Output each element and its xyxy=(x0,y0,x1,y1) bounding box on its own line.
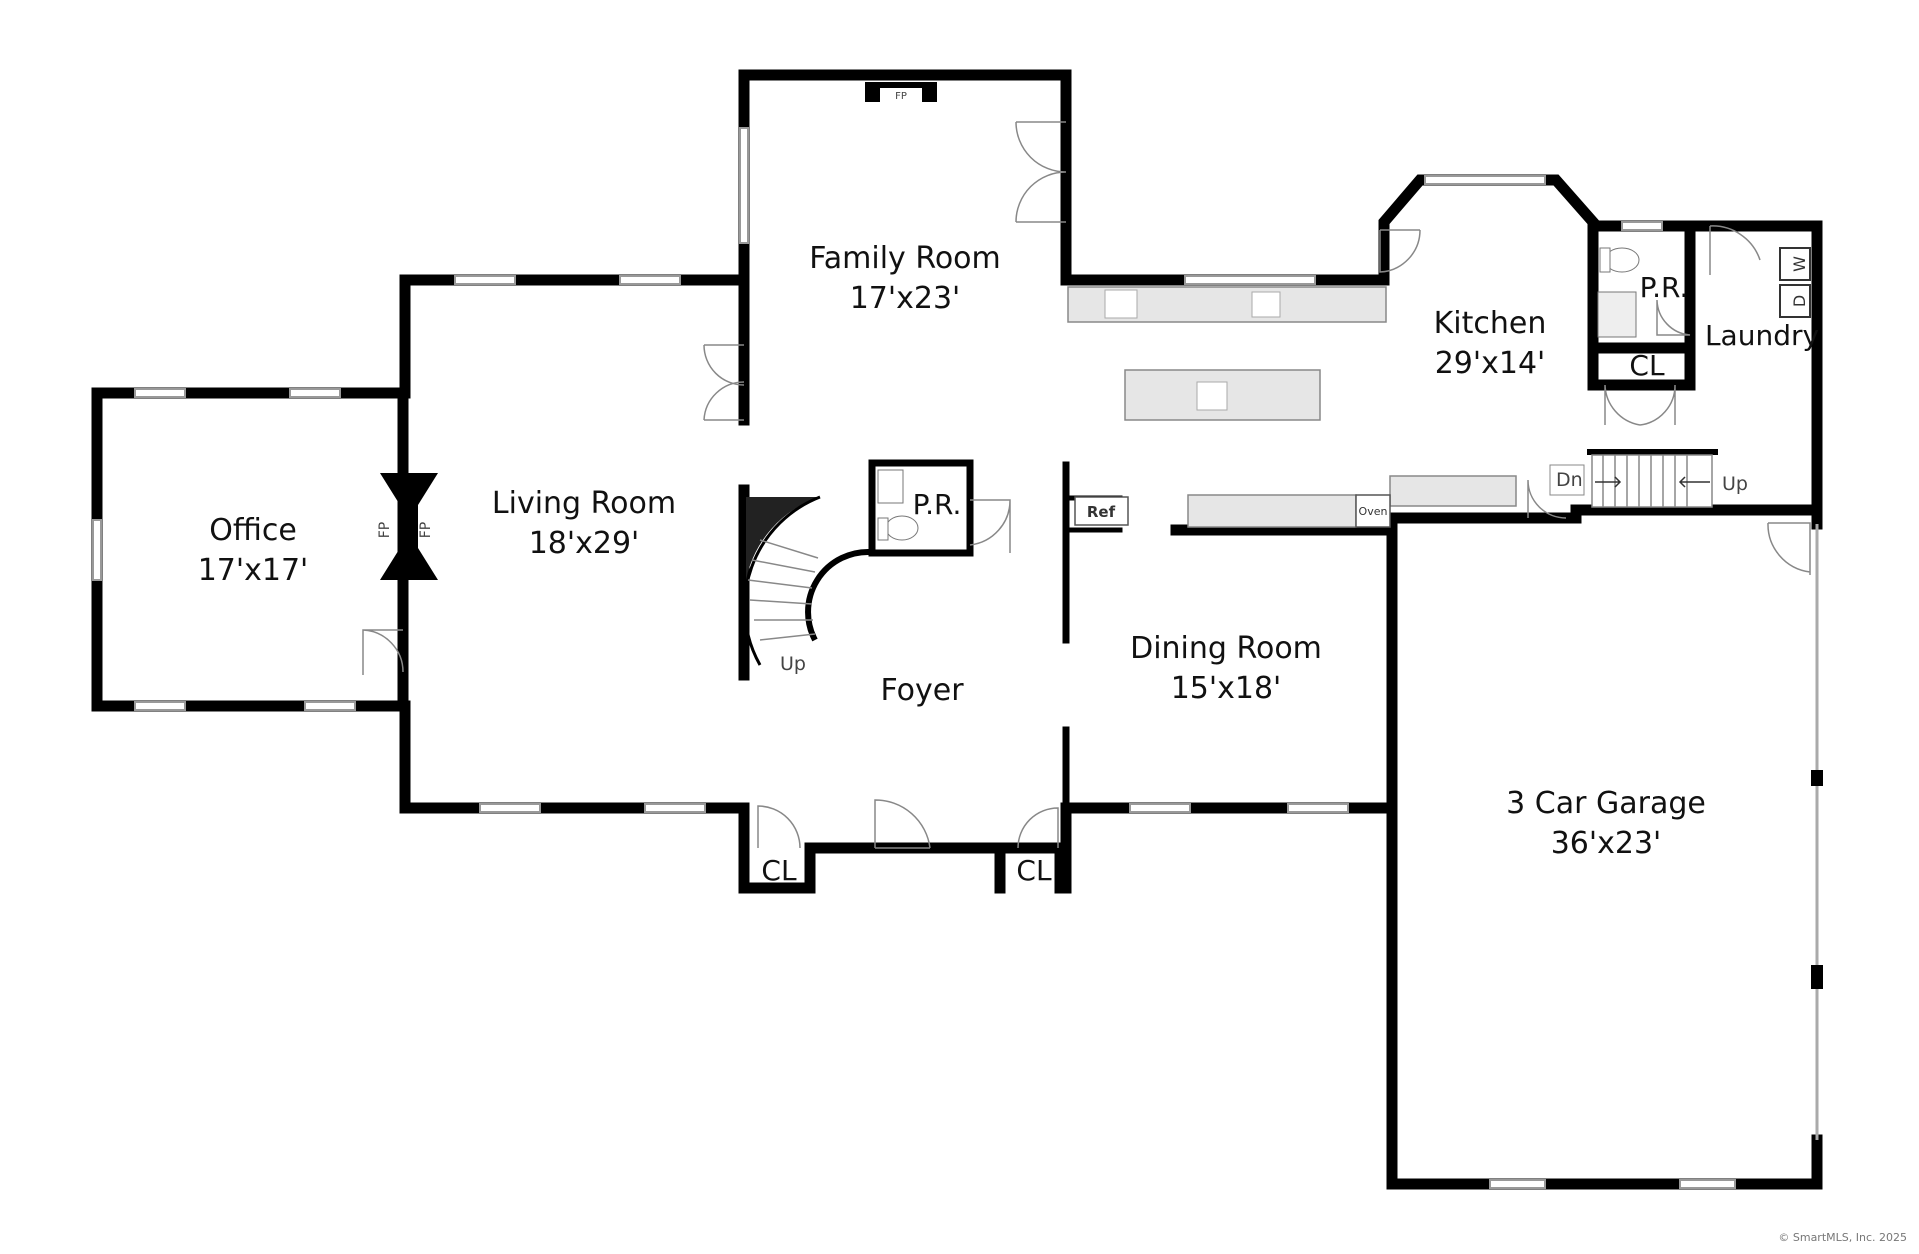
closet-label-right: CL xyxy=(1016,854,1052,887)
fireplace-label-office: FP xyxy=(377,522,393,539)
stairs-down-label: Dn xyxy=(1556,469,1583,491)
fireplaces xyxy=(380,82,937,580)
washer-label: W xyxy=(1790,256,1809,272)
powder-room-label-2: P.R. xyxy=(1640,271,1689,304)
refrigerator-label: Ref xyxy=(1087,503,1116,521)
kitchen-dim: 29'x14' xyxy=(1435,346,1546,381)
family-room-dim: 17'x23' xyxy=(850,281,961,316)
kitchen-fixtures xyxy=(1067,286,1517,528)
garage-dim: 36'x23' xyxy=(1551,826,1662,861)
living-room-dim: 18'x29' xyxy=(529,526,640,561)
kitchen-name: Kitchen xyxy=(1434,306,1547,341)
windows xyxy=(92,127,1736,1189)
fireplace-label-living: FP xyxy=(418,522,434,539)
dining-room-dim: 15'x18' xyxy=(1171,671,1282,706)
straight-staircase xyxy=(1591,454,1713,508)
foyer-name: Foyer xyxy=(880,673,964,708)
stairs-up-label: Up xyxy=(780,653,806,675)
room-labels: Family Room 17'x23' Living Room 18'x29' … xyxy=(198,91,1819,887)
living-room-name: Living Room xyxy=(492,486,676,521)
copyright-notice: © SmartMLS, Inc. 2025 xyxy=(1778,1231,1907,1244)
doors xyxy=(362,121,1811,849)
dining-room-name: Dining Room xyxy=(1130,631,1322,666)
powder-room-label: P.R. xyxy=(913,488,962,521)
closet-label-left: CL xyxy=(761,854,797,887)
bath-fixtures xyxy=(877,247,1811,541)
curved-staircase xyxy=(743,495,872,666)
oven-label: Oven xyxy=(1359,505,1388,518)
dryer-label: D xyxy=(1790,295,1809,307)
office-name: Office xyxy=(209,513,297,548)
stairs-up-label-2: Up xyxy=(1722,473,1748,495)
fireplace-label-family: FP xyxy=(895,91,907,102)
office-dim: 17'x17' xyxy=(198,553,309,588)
garage-door-wall xyxy=(1811,524,1823,1140)
laundry-name: Laundry xyxy=(1705,319,1819,352)
family-room-name: Family Room xyxy=(809,241,1001,276)
garage-name: 3 Car Garage xyxy=(1506,786,1706,821)
closet-label-kitchen: CL xyxy=(1629,349,1665,382)
